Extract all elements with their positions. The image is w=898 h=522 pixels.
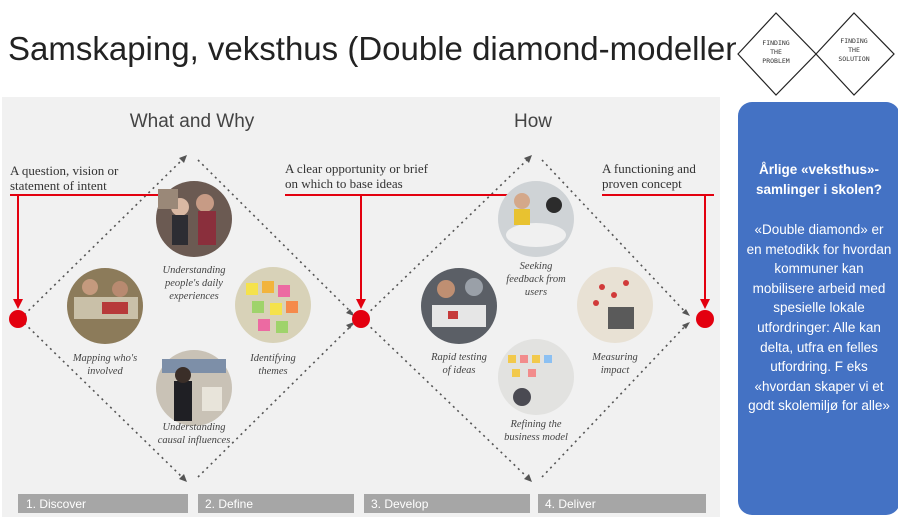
milestone-dot-middle bbox=[352, 310, 370, 328]
caption-causal-2: causal influences bbox=[158, 435, 231, 446]
caption-themes-1: Identifying bbox=[249, 353, 296, 364]
header-what-and-why: What and Why bbox=[130, 111, 255, 132]
diamond-outlines bbox=[19, 159, 691, 478]
header-how: How bbox=[514, 111, 552, 132]
phase-label-develop: 3. Develop bbox=[371, 497, 429, 511]
milestone-markers bbox=[9, 299, 714, 328]
caption-themes-2: themes bbox=[258, 366, 287, 377]
arrowhead-icon bbox=[682, 322, 690, 329]
activity-photos bbox=[67, 181, 653, 426]
phase-bar-deliver bbox=[538, 494, 706, 513]
caption-causal-1: Understanding bbox=[163, 422, 226, 433]
photo-themes bbox=[235, 267, 311, 343]
intro-1-line-1: A question, vision or bbox=[10, 163, 119, 178]
arrowhead-icon bbox=[346, 322, 354, 329]
double-diamond-sketch: FINDING THE PROBLEM FINDING THE SOLUTION bbox=[736, 10, 896, 98]
red-arrowhead-icon bbox=[356, 299, 366, 309]
sketch-right-2: THE bbox=[848, 46, 860, 54]
photo-seeking-feedback bbox=[498, 181, 574, 257]
arrowhead-icon bbox=[524, 474, 532, 482]
sketch-right-1: FINDING bbox=[840, 37, 867, 45]
diamond-1-lower-right bbox=[197, 320, 357, 478]
intro-2-line-1: A clear opportunity or brief bbox=[285, 161, 429, 176]
intro-2-line-2: on which to base ideas bbox=[285, 176, 403, 191]
caption-measuring-1: Measuring bbox=[591, 352, 638, 363]
diamond-2-lower-left bbox=[361, 318, 528, 478]
arrowhead-icon bbox=[179, 155, 187, 163]
sketch-right-3: SOLUTION bbox=[838, 55, 869, 63]
caption-feedback-1: Seeking bbox=[520, 261, 553, 272]
phase-bar-develop bbox=[364, 494, 530, 513]
caption-mapping-2: involved bbox=[87, 366, 123, 377]
photo-refining-business-model bbox=[498, 339, 574, 415]
diamond-1-upper-left bbox=[19, 159, 183, 320]
caption-refining-2: business model bbox=[504, 432, 568, 443]
phase-bar-define bbox=[198, 494, 354, 513]
photo-mapping bbox=[67, 268, 143, 344]
caption-feedback-2: feedback from bbox=[506, 274, 566, 285]
caption-daily-3: experiences bbox=[169, 291, 219, 302]
photo-measuring-impact bbox=[577, 267, 653, 343]
diamond-1-upper-right bbox=[197, 159, 357, 318]
phase-bar-discover bbox=[18, 494, 188, 513]
diamond-1-lower-left bbox=[19, 318, 183, 478]
callout-body: «Double diamond» er en metodikk for hvor… bbox=[746, 222, 892, 414]
arrowhead-icon bbox=[179, 474, 187, 482]
arrowhead-icon bbox=[524, 155, 532, 163]
milestone-dot-end bbox=[696, 310, 714, 328]
intro-1-line-2: statement of intent bbox=[10, 178, 107, 193]
diamond-2-upper-left bbox=[361, 159, 528, 320]
diagram-svg: What and Why How bbox=[9, 111, 714, 513]
double-diamond-diagram: What and Why How bbox=[2, 97, 720, 517]
caption-mapping-1: Mapping who's bbox=[72, 353, 137, 364]
photo-causal-influences bbox=[156, 350, 232, 426]
phase-bars bbox=[18, 494, 706, 513]
milestone-dot-start bbox=[9, 310, 27, 328]
slide-title: Samskaping, veksthus (Double diamond-mod… bbox=[8, 30, 755, 67]
phase-label-deliver: 4. Deliver bbox=[545, 497, 596, 511]
arrowhead-icon bbox=[682, 309, 690, 316]
photo-rapid-testing bbox=[421, 268, 497, 344]
sketch-svg: FINDING THE PROBLEM FINDING THE SOLUTION bbox=[737, 12, 895, 96]
sketch-left-2: THE bbox=[770, 48, 782, 56]
red-arrowhead-icon bbox=[700, 299, 710, 309]
diamond-arrowheads bbox=[179, 155, 690, 482]
arrowhead-icon bbox=[346, 309, 354, 316]
caption-rapid-2: of ideas bbox=[443, 365, 476, 376]
callout-heading: Årlige «veksthus»-samlinger i skolen? bbox=[755, 162, 883, 197]
intro-3-line-1: A functioning and bbox=[602, 161, 696, 176]
caption-daily-1: Understanding bbox=[163, 265, 226, 276]
phase-label-define: 2. Define bbox=[205, 497, 253, 511]
sketch-diamond-right bbox=[815, 12, 895, 96]
callout-box: Årlige «veksthus»-samlinger i skolen? «D… bbox=[738, 102, 898, 515]
milestone-lines bbox=[10, 194, 714, 302]
caption-measuring-2: impact bbox=[601, 365, 631, 376]
phase-label-discover: 1. Discover bbox=[26, 497, 86, 511]
caption-refining-1: Refining the bbox=[509, 419, 561, 430]
sketch-left-1: FINDING bbox=[762, 39, 789, 47]
caption-feedback-3: users bbox=[525, 287, 547, 298]
red-arrowhead-icon bbox=[13, 299, 23, 309]
caption-daily-2: people's daily bbox=[164, 278, 223, 289]
sketch-left-3: PROBLEM bbox=[762, 57, 789, 65]
caption-rapid-1: Rapid testing bbox=[430, 352, 487, 363]
intro-3-line-2: proven concept bbox=[602, 176, 682, 191]
photo-daily-experiences bbox=[156, 181, 232, 257]
